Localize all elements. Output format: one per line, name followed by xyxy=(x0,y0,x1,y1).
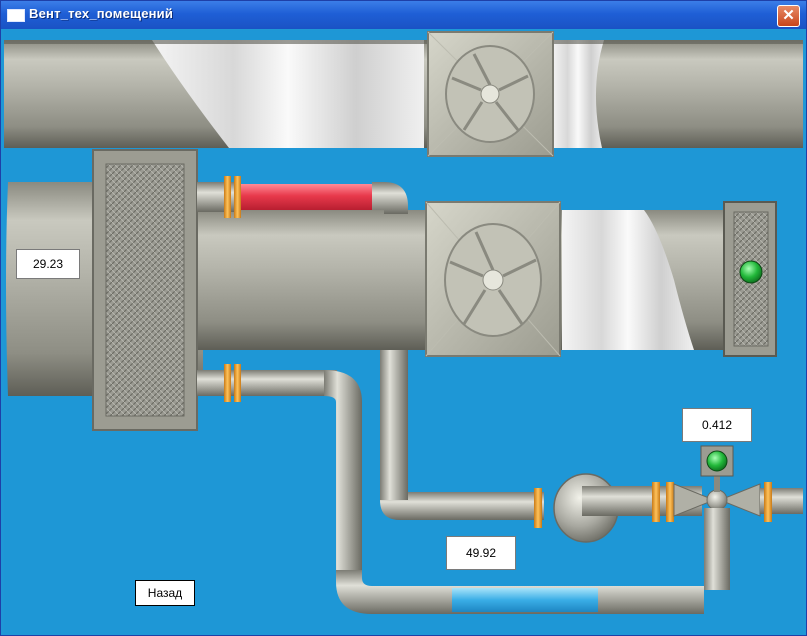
scada-canvas: 29.23 0.412 49.92 Назад xyxy=(4,30,803,634)
hot-water-pipe xyxy=(197,176,408,218)
return-pipe xyxy=(197,364,704,614)
three-way-valve-icon xyxy=(673,476,803,590)
readout-left: 29.23 xyxy=(16,249,80,279)
ventilation-diagram xyxy=(4,31,803,614)
right-filter xyxy=(723,201,777,357)
filter-status-led xyxy=(739,260,763,284)
readout-bottom: 49.92 xyxy=(446,536,516,570)
main-fan-icon xyxy=(425,201,561,357)
back-button[interactable]: Назад xyxy=(135,580,195,606)
heater-block xyxy=(92,149,198,431)
supply-pipe xyxy=(380,350,544,528)
valve-actuator xyxy=(700,445,734,477)
title-bar[interactable]: Вент_тех_помещений ✕ xyxy=(1,1,806,29)
readout-right: 0.412 xyxy=(682,408,752,442)
close-button[interactable]: ✕ xyxy=(777,5,800,27)
window-icon xyxy=(7,9,25,22)
upper-fan-icon xyxy=(427,31,554,157)
upper-duct xyxy=(4,40,803,148)
window-title: Вент_тех_помещений xyxy=(29,6,174,21)
pump-icon xyxy=(553,473,702,543)
